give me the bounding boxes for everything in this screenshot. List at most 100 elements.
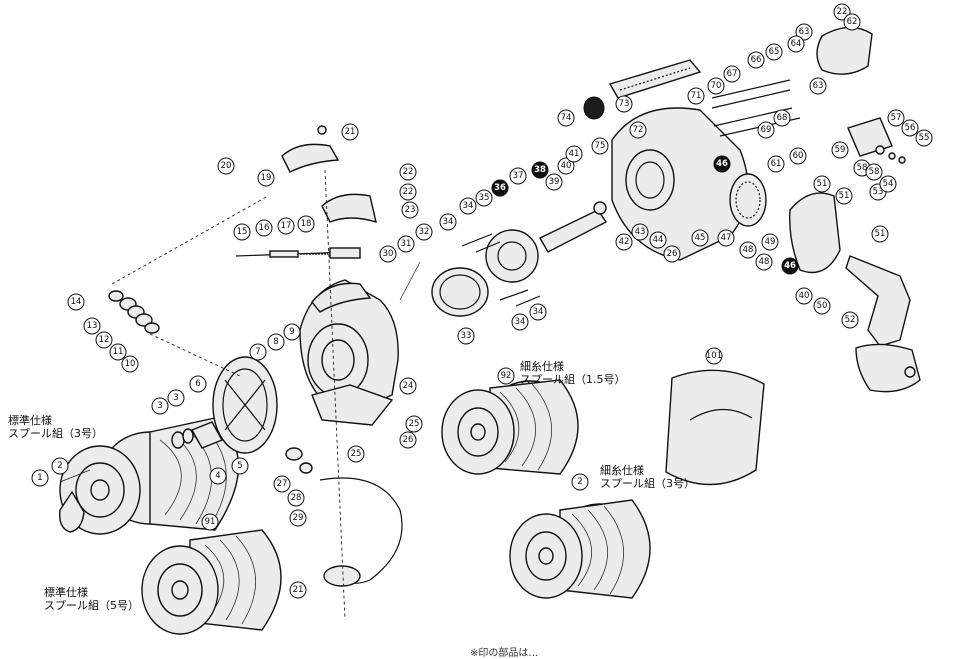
callout-11: 11 (109, 343, 127, 361)
callout-number: 57 (891, 113, 902, 123)
label-standard-5: 標準仕様 スプール組（5号） (44, 586, 139, 612)
callout-5: 5 (231, 457, 249, 475)
callout-circle (615, 95, 633, 113)
bail-wire-rod (235, 247, 361, 259)
callout-number: 51 (839, 191, 850, 201)
callout-circle (813, 175, 831, 193)
callout-number: 9 (289, 327, 294, 337)
callout-number: 2 (57, 461, 62, 471)
label-fine-3-line2: スプール組（3号） (600, 477, 695, 490)
callout-46: 46 (781, 257, 799, 275)
callout-number: 91 (205, 517, 216, 527)
callout-number: 28 (291, 493, 302, 503)
callout-circle (217, 157, 235, 175)
callout-number: 29 (293, 513, 304, 523)
callout-46: 46 (713, 155, 731, 173)
callout-number: 63 (813, 81, 824, 91)
callout-circle (397, 235, 415, 253)
callout-number: 7 (255, 347, 260, 357)
callout-number: 58 (869, 167, 880, 177)
callout-number: 56 (905, 123, 916, 133)
bail-knob (285, 447, 313, 474)
callout-67: 67 (723, 65, 741, 83)
callout-number: 20 (221, 161, 232, 171)
callout-33: 33 (457, 327, 475, 345)
callout-number: 25 (351, 449, 362, 459)
callout-43: 43 (631, 223, 649, 241)
callout-35: 35 (475, 189, 493, 207)
callout-number: 16 (259, 223, 270, 233)
callout-number: 15 (237, 227, 248, 237)
callout-number: 74 (561, 113, 572, 123)
leader-lines (59, 169, 421, 621)
callout-number: 46 (784, 261, 796, 271)
callout-circle (399, 431, 417, 449)
callout-circle (789, 147, 807, 165)
callout-circle (835, 187, 853, 205)
callout-number: 22 (403, 167, 414, 177)
callout-circle (257, 169, 275, 187)
callout-circle (813, 297, 831, 315)
callout-27: 27 (273, 475, 291, 493)
label-standard-5-line2: スプール組（5号） (44, 599, 139, 612)
callout-circle (629, 121, 647, 139)
callout-circle (545, 173, 563, 191)
spool-fine-3 (509, 499, 651, 599)
anti-reverse-parts (847, 117, 906, 164)
callout-51: 51 (813, 175, 831, 193)
callout-number: 31 (401, 239, 412, 249)
callout-3: 3 (167, 389, 185, 407)
callout-number: 46 (716, 159, 728, 169)
callout-circle (459, 197, 477, 215)
callout-9: 9 (283, 323, 301, 341)
callout-number: 69 (761, 125, 772, 135)
callout-circle (439, 213, 457, 231)
callout-26: 26 (399, 431, 417, 449)
callout-number: 70 (711, 81, 722, 91)
callout-number: 72 (633, 125, 644, 135)
callout-7: 7 (249, 343, 267, 361)
callout-circle (273, 475, 291, 493)
callout-40: 40 (795, 287, 813, 305)
callout-36: 36 (491, 179, 509, 197)
callout-circle (255, 219, 273, 237)
callout-number: 14 (71, 297, 82, 307)
callout-number: 61 (771, 159, 782, 169)
callout-circle (287, 489, 305, 507)
bail-wire (319, 477, 403, 587)
callout-number: 21 (345, 127, 356, 137)
callout-23: 23 (401, 201, 419, 219)
callout-72: 72 (629, 121, 647, 139)
callout-21: 21 (289, 581, 307, 599)
callout-75: 75 (591, 137, 609, 155)
callout-34: 34 (511, 313, 529, 331)
callout-number: 44 (653, 235, 664, 245)
callout-69: 69 (757, 121, 775, 139)
callout-circle (757, 121, 775, 139)
callout-circle (249, 343, 267, 361)
callout-number: 60 (793, 151, 804, 161)
callout-number: 22 (403, 187, 414, 197)
callout-54: 54 (879, 175, 897, 193)
label-standard-3: 標準仕様 スプール組（3号） (8, 414, 103, 440)
callout-circle (809, 77, 827, 95)
callout-circle (151, 397, 169, 415)
callout-circle (531, 161, 549, 179)
callout-number: 73 (619, 99, 630, 109)
callout-101: 101 (705, 347, 723, 365)
label-fine-1-5-line2: スプール組（1.5号） (520, 373, 626, 386)
callout-number: 24 (403, 381, 414, 391)
callout-number: 37 (513, 171, 524, 181)
callout-circle (67, 293, 85, 311)
callout-56: 56 (901, 119, 919, 137)
callout-49: 49 (761, 233, 779, 251)
callout-61: 61 (767, 155, 785, 173)
callout-59: 59 (831, 141, 849, 159)
handle (845, 255, 921, 393)
callout-42: 42 (615, 233, 633, 251)
spool-shaft-parts (171, 421, 223, 449)
label-fine-3-line1: 細糸仕様 (600, 464, 644, 477)
callout-circle (415, 223, 433, 241)
callout-58: 58 (865, 163, 883, 181)
